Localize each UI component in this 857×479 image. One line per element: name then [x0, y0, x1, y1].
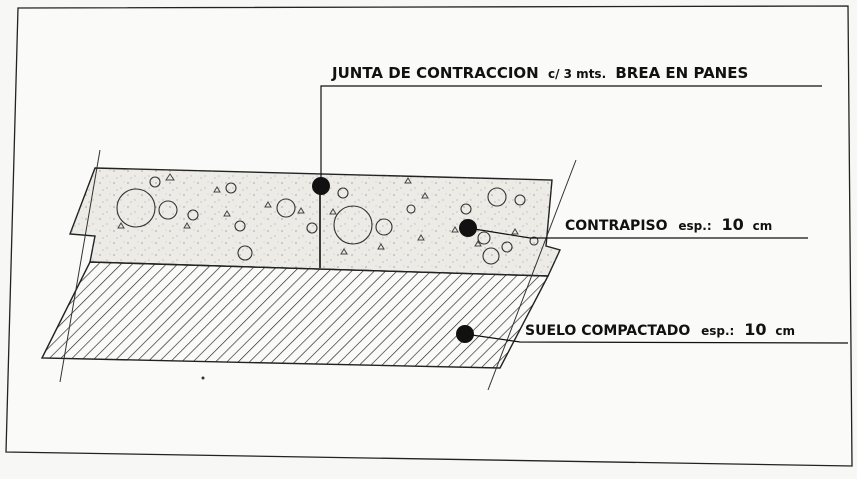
suelo-compactado-layer	[40, 261, 550, 369]
suelo-leader-line	[464, 333, 849, 344]
contrapiso-leader-line	[467, 227, 808, 239]
contrapiso-layer	[69, 167, 561, 277]
contrapiso-label: CONTRAPISO esp.: 10 cm	[565, 215, 772, 234]
junta-label: JUNTA DE CONTRACCION c/ 3 mts. BREA EN P…	[331, 64, 748, 82]
junta-marker-dot	[312, 177, 330, 195]
contrapiso-marker-dot	[459, 219, 477, 237]
junta-leader-line	[320, 85, 822, 186]
guide-lines	[59, 149, 577, 391]
stray-mark	[201, 376, 205, 380]
suelo-marker-dot	[456, 325, 474, 343]
suelo-label: SUELO COMPACTADO esp.: 10 cm	[525, 320, 795, 339]
